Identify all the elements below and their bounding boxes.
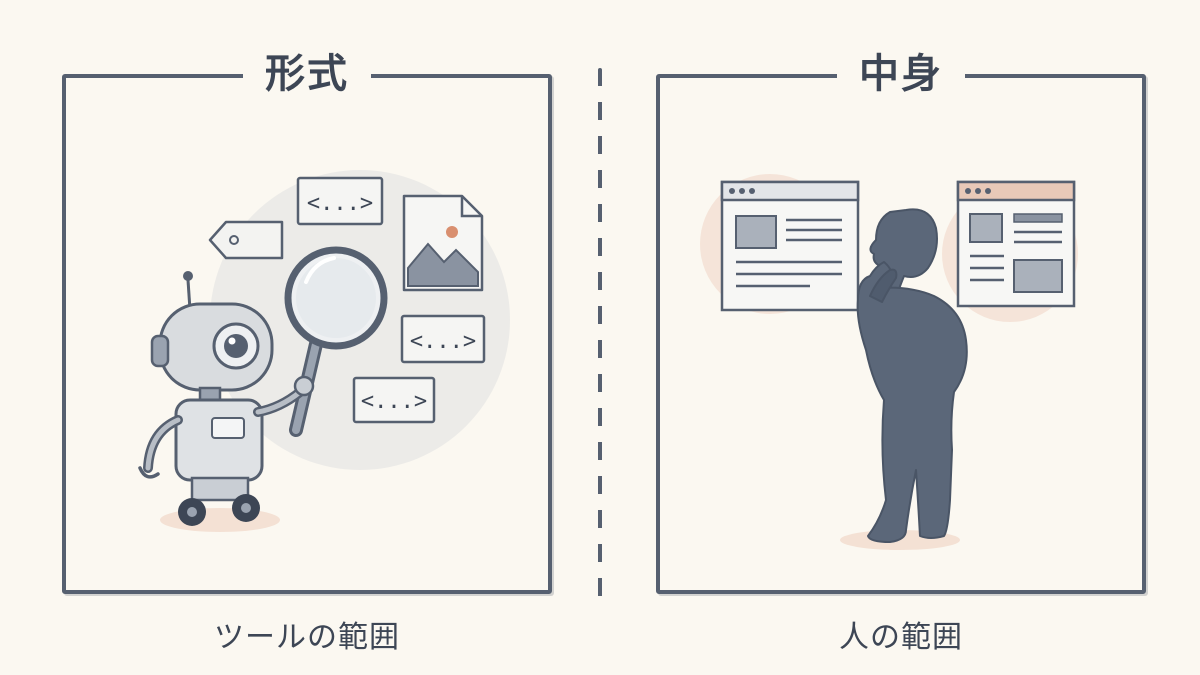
person-silhouette-icon: [856, 208, 968, 543]
left-caption: ツールの範囲: [214, 620, 400, 655]
right-panel-title: 中身: [837, 42, 965, 106]
center-divider: [598, 68, 602, 608]
code-tag-label-2: <...>: [410, 329, 476, 354]
code-tag-label-3: <...>: [361, 389, 427, 414]
right-caption: 人の範囲: [839, 620, 963, 655]
left-panel: 形式: [62, 42, 552, 594]
tag-icon: [208, 220, 284, 260]
code-tag-icon: <...>: [352, 376, 436, 424]
right-panel: 中身: [656, 42, 1146, 594]
code-tag-icon: <...>: [296, 176, 384, 226]
browser-window-icon: [956, 180, 1076, 308]
left-panel-title: 形式: [243, 42, 371, 106]
image-file-icon: [402, 194, 484, 292]
browser-window-icon: [720, 180, 860, 312]
code-tag-label-1: <...>: [307, 191, 373, 216]
robot-icon: [138, 271, 315, 526]
code-tag-icon: <...>: [400, 314, 486, 364]
